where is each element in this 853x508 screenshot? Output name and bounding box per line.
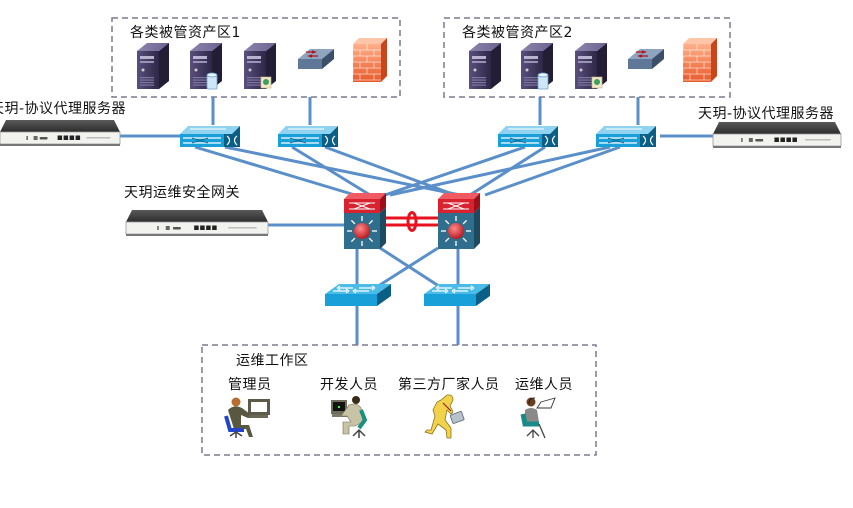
link-sw4-core2	[484, 145, 621, 197]
proxy-server-left-icon	[0, 120, 121, 146]
distribution-switch-1-icon	[325, 284, 391, 306]
server-icon	[137, 43, 169, 89]
access-switch-2-icon	[278, 126, 338, 147]
link-core2-sw5	[371, 246, 439, 292]
web-server-icon	[575, 43, 607, 89]
asset-zone-1-title: 各类被管资产区1	[130, 25, 241, 41]
running-person-with-briefcase-icon	[424, 394, 465, 439]
firewall-icon	[352, 38, 387, 82]
server-icon	[469, 43, 501, 89]
database-server-icon	[521, 43, 553, 90]
asset-zone-2-devices	[469, 38, 717, 90]
proxy-server-right-icon	[712, 122, 842, 148]
user-figures	[224, 394, 556, 439]
link-sw4-core1	[389, 145, 611, 197]
access-switch-3-icon	[498, 126, 558, 147]
security-gateway-icon	[125, 210, 269, 236]
asset-zone-2-title: 各类被管资产区2	[462, 25, 573, 41]
developer-at-computer-icon	[331, 396, 368, 438]
distribution-switches	[325, 284, 490, 306]
proxy-server-right-label: 天玥-协议代理服务器	[698, 106, 835, 122]
user-label-operator: 运维人员	[515, 377, 573, 393]
link-core1-sw6	[379, 246, 446, 292]
security-gateway-label: 天玥运维安全网关	[124, 185, 240, 201]
links	[120, 97, 715, 345]
core-switch-1-icon	[344, 193, 386, 249]
link-sw2-core1	[291, 145, 371, 197]
admin-at-computer-icon	[224, 397, 270, 438]
asset-zone-2-border	[443, 17, 731, 98]
link-sw3-core2	[469, 145, 546, 197]
firewall-icon	[682, 38, 717, 82]
core-trunk-link	[384, 211, 440, 232]
database-server-icon	[190, 43, 222, 90]
router-icon	[298, 49, 334, 69]
access-switches	[180, 126, 656, 147]
access-switch-4-icon	[596, 126, 656, 147]
appliances	[0, 120, 842, 236]
router-icon	[628, 49, 664, 69]
asset-zone-1-devices	[137, 38, 387, 90]
web-server-icon	[244, 43, 276, 89]
proxy-server-left-label: 天玥-协议代理服务器	[0, 101, 127, 117]
core-switches	[344, 193, 480, 249]
operator-with-headset-icon	[520, 397, 556, 439]
ops-zone-title: 运维工作区	[236, 353, 309, 369]
distribution-switch-2-icon	[424, 284, 490, 306]
user-label-vendor: 第三方厂家人员	[398, 377, 500, 393]
user-label-admin: 管理员	[228, 377, 272, 393]
link-sw1-core1	[194, 145, 356, 197]
link-sw3-core1	[384, 145, 526, 197]
ops-zone-border	[201, 344, 597, 456]
user-label-developer: 开发人员	[320, 377, 378, 393]
access-switch-1-icon	[180, 126, 240, 147]
core-switch-2-icon	[438, 193, 480, 249]
asset-zone-1-border	[111, 17, 401, 98]
